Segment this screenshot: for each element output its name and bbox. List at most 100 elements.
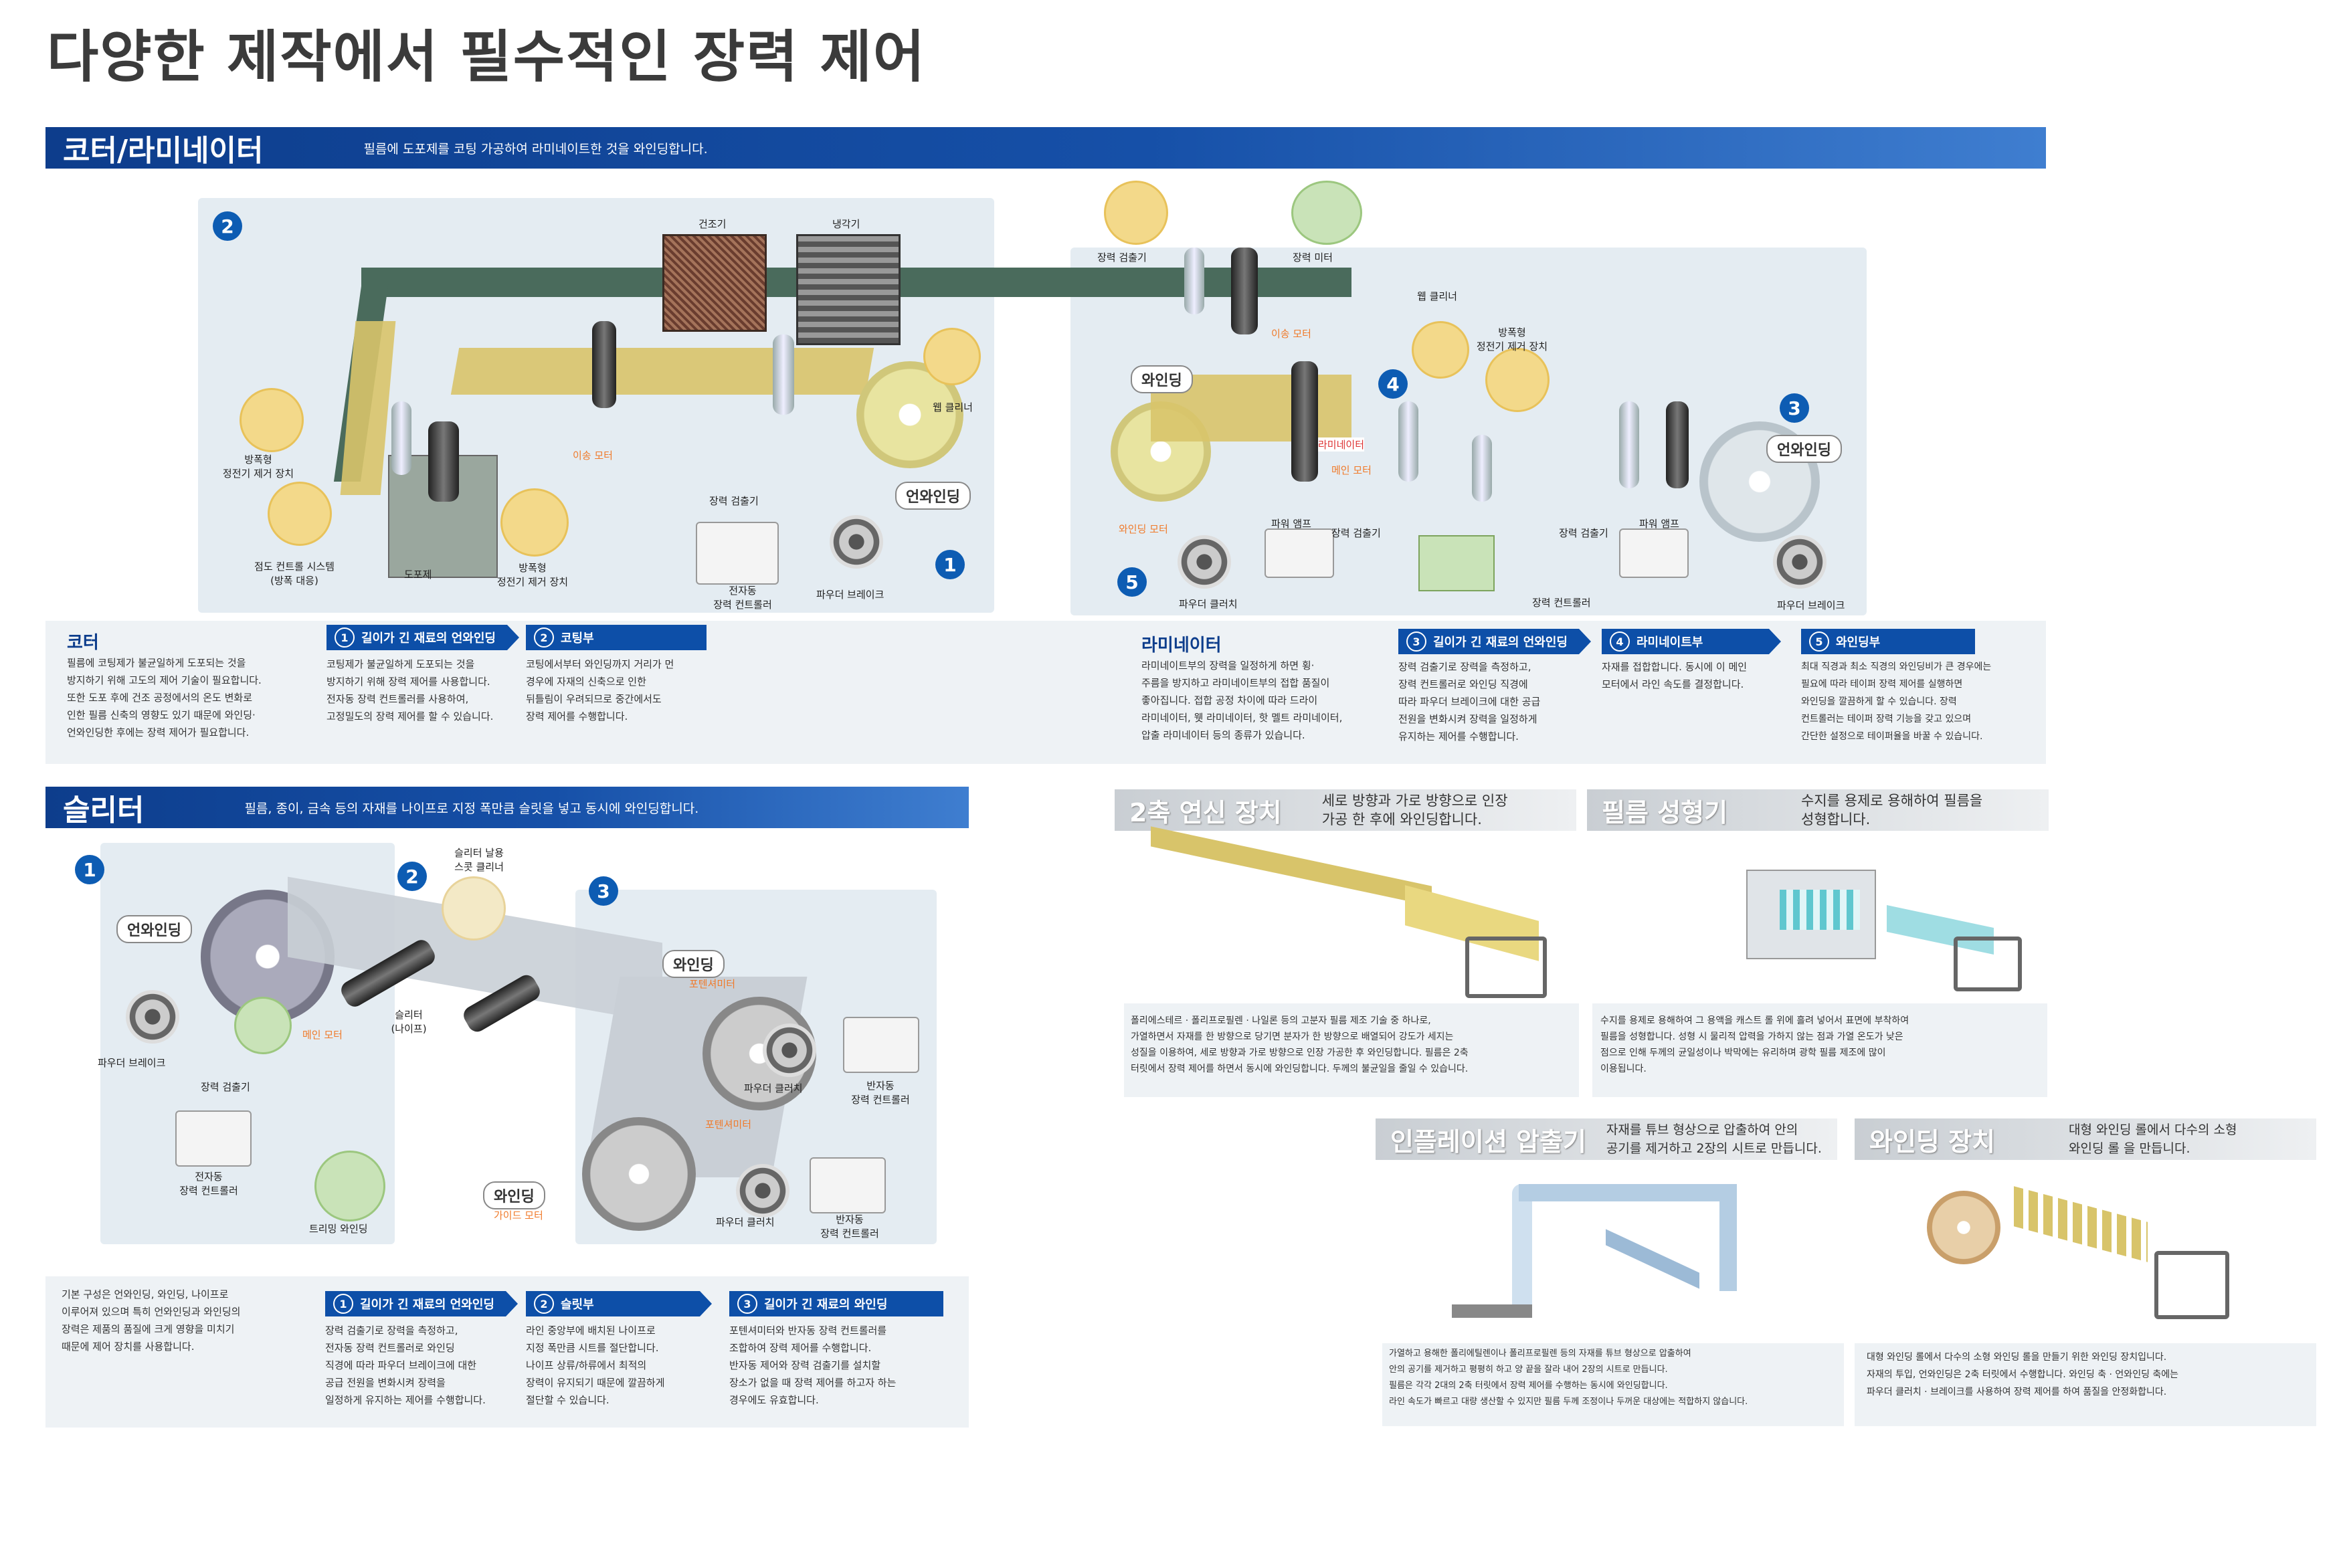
tension-detector-bubble-top — [1104, 181, 1168, 245]
biaxial-desc: 세로 방향과 가로 방향으로 인장 가공 한 후에 와인딩합니다. — [1321, 793, 1508, 827]
slitter-power-clutch-bottom-label: 파우더 클러치 — [716, 1216, 775, 1228]
dryer-label: 건조기 — [698, 218, 727, 230]
slitter-knife-label: 슬리터 (나이프) — [391, 1009, 427, 1035]
inflation-text-panel — [1382, 1343, 1844, 1426]
viscosity-bubble — [268, 482, 332, 546]
slitter-winding-top-pill: 와인딩 — [662, 950, 725, 978]
slitter-tension-detector-label: 장력 검출기 — [201, 1081, 250, 1093]
slitter-step2-text: 라인 중앙부에 배치된 나이프로 지정 폭만큼 시트를 절단합니다. 나이프 상… — [526, 1325, 665, 1406]
coater-step2-title: 코팅부 — [561, 631, 594, 646]
tension-detector-mid2-label: 장력 검출기 — [1559, 527, 1608, 539]
power-amp-1-device — [1265, 528, 1334, 578]
page-title: 다양한 제작에서 필수적인 장력 제어 — [47, 24, 927, 90]
winding-device-text-panel — [1855, 1343, 2316, 1426]
slitter-step3-title: 길이가 긴 재료의 와인딩 — [764, 1298, 888, 1312]
slitter-auto-controller-device — [175, 1110, 252, 1167]
coater-roller-2 — [391, 401, 411, 475]
scot-cleaner-bubble — [442, 876, 506, 941]
static-remover-bubble-bottom — [500, 488, 569, 557]
laminator-label: 라미네이터 — [1318, 437, 1365, 452]
laminator-step5-text: 최대 직경과 최소 직경의 와인딩비가 큰 경우에는 필요에 따라 테이퍼 장력… — [1801, 662, 1992, 742]
scot-cleaner-label: 슬리터 날용 스콧 클리너 — [454, 847, 504, 873]
power-brake-left-device — [830, 515, 883, 569]
static-remover-right-label: 방폭형 정전기 제거 장치 — [1476, 326, 1548, 353]
laminator-roller-7 — [1666, 401, 1689, 488]
slitter-semi-auto-bottom-device — [810, 1157, 886, 1213]
biaxial-title: 2축 연신 장치 — [1129, 797, 1282, 827]
coater-roller-3 — [592, 321, 616, 408]
slitter-power-clutch-top-label: 파우더 클러치 — [744, 1082, 803, 1094]
slitter-wind-roll-bottom — [582, 1117, 696, 1231]
slitter-step1-text: 장력 검출기로 장력을 측정하고, 전자동 장력 컨트롤러로 와인딩 직경에 따… — [325, 1325, 486, 1406]
slitter-power-brake-device — [126, 990, 179, 1044]
laminator-step3-text: 장력 검출기로 장력을 측정하고, 장력 컨트롤러로 와인딩 직경에 따라 파우… — [1398, 661, 1541, 743]
tension-controller-mid-label: 장력 컨트롤러 — [1532, 597, 1591, 609]
trim-winding-label: 트리밍 와인딩 — [309, 1223, 368, 1235]
unwinding-left-pill: 언와인딩 — [895, 482, 971, 510]
biaxial-text: 폴리에스테르 · 폴리프로필렌 · 나일론 등의 고분자 필름 제조 기술 중 … — [1131, 1015, 1469, 1074]
slitter-potentiometer-top-label: 포텐셔미터 — [689, 978, 736, 990]
inflation-illustration — [1438, 1171, 1813, 1338]
winding-device-band: 와인딩 장치 대형 와인딩 롤에서 다수의 소형 와인딩 롤 을 만듭니다. — [1855, 1118, 2316, 1160]
slitter-semi-auto-top-device — [843, 1017, 919, 1073]
power-amp-2-label: 파워 앰프 — [1639, 518, 1679, 530]
biaxial-illustration — [1151, 826, 1566, 998]
coater-badge-1: 1 — [935, 550, 965, 579]
static-remover-bottom-label: 방폭형 정전기 제거 장치 — [496, 562, 569, 588]
unwinding-right-pill: 언와인딩 — [1766, 435, 1842, 463]
transfer-motor-top-label: 이송 모터 — [1271, 328, 1311, 340]
slitter-band-title: 슬리터 — [63, 793, 145, 827]
winding-device-text: 대형 와인딩 롤에서 다수의 소형 와인딩 롤을 만들기 위한 와인딩 장치입니… — [1867, 1352, 2179, 1397]
slitter-semi-auto-bottom-label: 반자동 장력 컨트롤러 — [820, 1213, 879, 1240]
inflation-title: 인플레이션 압출기 — [1390, 1126, 1586, 1157]
coater-step2-text: 코팅에서부터 와인딩까지 거리가 먼 경우에 자재의 신축으로 인한 뒤틀림이 … — [526, 658, 674, 722]
power-brake-left-label: 파우더 브레이크 — [816, 589, 884, 601]
auto-tension-controller-left-label: 전자동 장력 컨트롤러 — [713, 585, 772, 611]
winding-pill: 와인딩 — [1131, 365, 1193, 393]
coating-agent-label: 도포제 — [404, 569, 432, 581]
laminator-text: 라미네이트부의 장력을 일정하게 하면 횡· 주름을 방지하고 라미네이트부의 … — [1141, 660, 1343, 741]
static-remover-left-label: 방폭형 정전기 제거 장치 — [222, 454, 294, 480]
slitter-auto-controller-label: 전자동 장력 컨트롤러 — [179, 1171, 238, 1197]
coater-roller-1 — [428, 421, 459, 502]
slitter-potentiometer-bottom-label: 포텐셔미터 — [705, 1118, 752, 1131]
laminator-heading: 라미네이터 — [1141, 635, 1222, 656]
coater-band-title: 코터/라미네이터 — [63, 134, 264, 168]
viscosity-system-label: 점도 컨트롤 시스템 (방폭 대응) — [254, 561, 335, 587]
cooler-label: 냉각기 — [832, 218, 860, 230]
web-cleaner-bubble-right — [1412, 321, 1469, 379]
winding-device-desc: 대형 와인딩 롤에서 다수의 소형 와인딩 롤 을 만듭니다. — [2069, 1122, 2237, 1156]
static-remover-bubble-right — [1485, 348, 1550, 412]
coater-badge-5: 5 — [1117, 567, 1147, 597]
main-motor-label: 메인 모터 — [1331, 464, 1372, 476]
slitter-main-motor-label: 메인 모터 — [302, 1029, 343, 1041]
winding-device-illustration — [1913, 1171, 2288, 1338]
winding-motor-label: 와인딩 모터 — [1119, 523, 1168, 535]
film-forming-title: 필름 성형기 — [1602, 797, 1728, 827]
slitter-power-brake-label: 파우더 브레이크 — [98, 1057, 166, 1069]
web-cleaner-left-label: 웹 클리너 — [933, 401, 973, 413]
slitter-tension-bubble — [234, 997, 292, 1054]
slitter-power-clutch-bottom-device — [736, 1164, 789, 1217]
laminator-step5-title: 와인딩부 — [1836, 635, 1881, 650]
laminator-roller-2 — [1231, 248, 1258, 334]
slitter-badge-1: 1 — [75, 855, 104, 884]
laminator-roller-5 — [1472, 435, 1492, 502]
static-remover-bubble-left — [240, 388, 304, 452]
web-cleaner-right-label: 웹 클리너 — [1417, 290, 1457, 302]
power-brake-right-label: 파우더 브레이크 — [1777, 599, 1845, 611]
web-cleaner-bubble-left — [923, 328, 981, 385]
biaxial-band: 2축 연신 장치 세로 방향과 가로 방향으로 인장 가공 한 후에 와인딩합니… — [1115, 789, 1576, 831]
coater-band-desc: 필름에 도포제를 코팅 가공하여 라미네이트한 것을 와인딩합니다. — [363, 141, 708, 157]
coater-badge-2: 2 — [213, 211, 242, 241]
tension-meter-label: 장력 미터 — [1293, 252, 1333, 264]
slitter-unwinding-pill: 언와인딩 — [116, 915, 192, 943]
power-clutch-device — [1178, 535, 1231, 589]
laminator-step4-text: 자재를 접합합니다. 동시에 이 메인 모터에서 라인 속도를 결정합니다. — [1602, 661, 1748, 690]
slitter-winding-bottom-pill: 와인딩 — [483, 1181, 545, 1209]
